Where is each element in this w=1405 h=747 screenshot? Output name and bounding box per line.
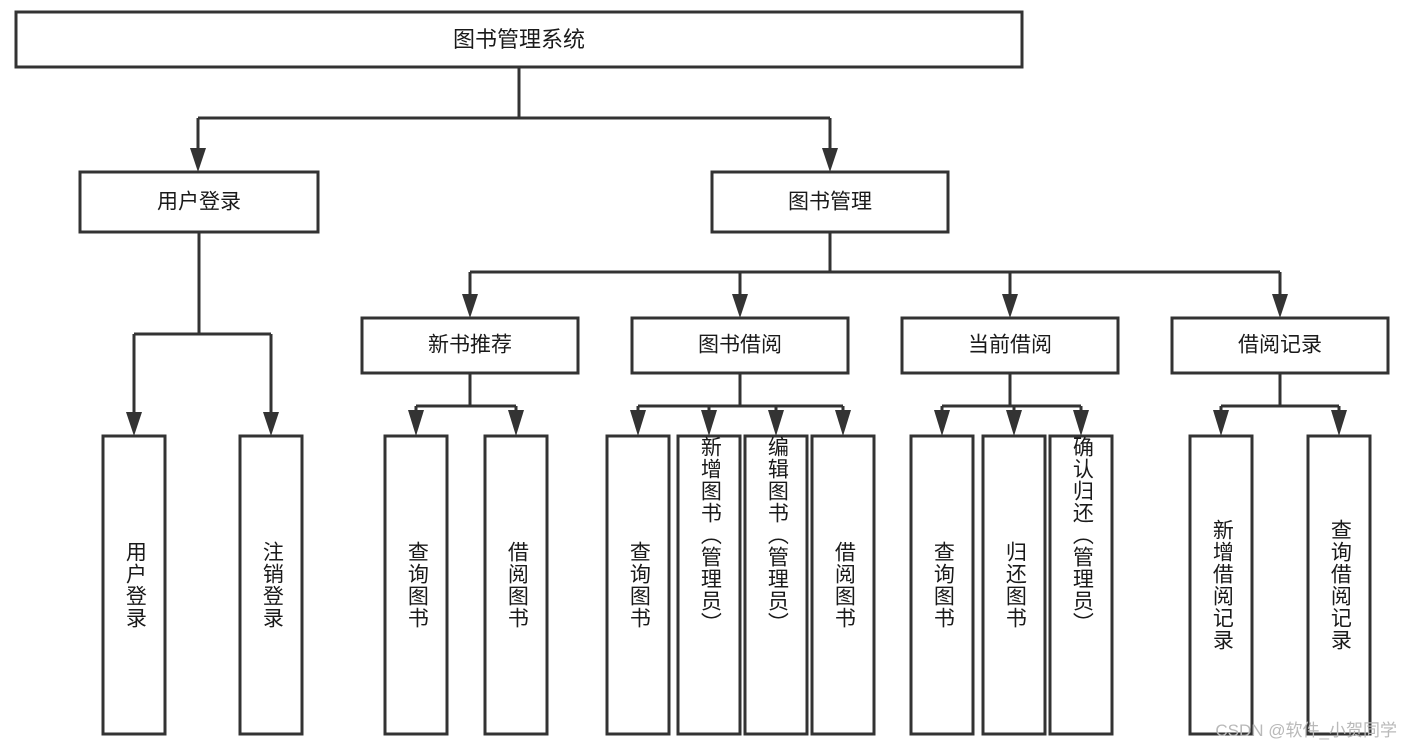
node-borrow-record[interactable]: 借阅记录 <box>1170 316 1390 375</box>
arrow-head-user-login <box>190 148 206 172</box>
node-current-borrow-box[interactable] <box>900 316 1120 375</box>
arrow-head-leaf-edit-book <box>768 410 784 436</box>
node-borrow-record-label: 借阅记录 <box>1238 334 1322 357</box>
arrow-head-current-borrow <box>1002 294 1018 318</box>
arrow-head-book-manage <box>822 148 838 172</box>
node-leaf-add-record-box[interactable] <box>1188 434 1254 736</box>
node-current-borrow-label: 当前借阅 <box>968 334 1052 357</box>
edge-group-borrow-record-to-leaves <box>1213 373 1347 436</box>
arrow-head-leaf-add-record <box>1213 410 1229 436</box>
node-leaf-query-record-box[interactable] <box>1306 434 1372 736</box>
node-new-book-rec[interactable]: 新书推荐 <box>360 316 580 375</box>
node-user-login[interactable]: 用户登录 <box>78 170 320 234</box>
arrow-head-leaf-query-book-rec <box>408 410 424 436</box>
node-book-manage-label: 图书管理 <box>788 191 872 214</box>
node-user-login-box[interactable] <box>78 170 320 234</box>
leaf-boxes <box>101 434 1372 736</box>
node-new-book-rec-box[interactable] <box>360 316 580 375</box>
node-root-label: 图书管理系统 <box>453 27 585 52</box>
node-new-book-rec-label: 新书推荐 <box>428 334 512 357</box>
node-leaf-query-book-rec-box[interactable] <box>383 434 449 736</box>
arrow-head-leaf-query-book-cur <box>934 410 950 436</box>
arrow-head-leaf-user-login <box>126 412 142 436</box>
arrow-head-book-borrow <box>732 294 748 318</box>
node-root-box[interactable] <box>14 10 1024 69</box>
node-borrow-record-box[interactable] <box>1170 316 1390 375</box>
node-book-manage-box[interactable] <box>710 170 950 234</box>
node-root[interactable]: 图书管理系统 <box>14 10 1024 69</box>
arrow-head-leaf-return-book <box>1006 410 1022 436</box>
arrow-head-leaf-borrow-book-rec <box>508 410 524 436</box>
node-leaf-user-logout-box[interactable] <box>238 434 304 736</box>
arrow-head-borrow-record <box>1272 294 1288 318</box>
edge-group-book-manage-to-level3 <box>462 232 1288 318</box>
node-leaf-query-book-borrow-box[interactable] <box>605 434 671 736</box>
node-leaf-edit-book-box[interactable] <box>743 434 809 736</box>
node-book-borrow-label: 图书借阅 <box>698 334 782 357</box>
edge-group-current-borrow-to-leaves <box>934 373 1089 436</box>
arrow-head-leaf-query-book-borrow <box>630 410 646 436</box>
node-current-borrow[interactable]: 当前借阅 <box>900 316 1120 375</box>
node-leaf-add-book-box[interactable] <box>676 434 742 736</box>
node-leaf-return-book-box[interactable] <box>981 434 1047 736</box>
arrow-head-leaf-query-record <box>1331 410 1347 436</box>
arrow-head-leaf-confirm-return <box>1073 410 1089 436</box>
node-leaf-query-book-cur-box[interactable] <box>909 434 975 736</box>
edge-group-root-to-level2 <box>190 67 838 172</box>
node-user-login-label: 用户登录 <box>157 191 241 214</box>
node-book-borrow-box[interactable] <box>630 316 850 375</box>
node-leaf-user-login-box[interactable] <box>101 434 167 736</box>
node-leaf-confirm-return-box[interactable] <box>1048 434 1114 736</box>
edge-group-user-login-to-leaves <box>126 232 279 436</box>
arrow-head-leaf-add-book <box>701 410 717 436</box>
node-book-manage[interactable]: 图书管理 <box>710 170 950 234</box>
node-leaf-borrow-book-rec-box[interactable] <box>483 434 549 736</box>
arrow-head-leaf-user-logout <box>263 412 279 436</box>
watermark-text: CSDN @软件_小贺同学 <box>1215 721 1397 740</box>
arrow-head-leaf-borrow-book <box>835 410 851 436</box>
edge-group-book-borrow-to-leaves <box>630 373 851 436</box>
node-book-borrow[interactable]: 图书借阅 <box>630 316 850 375</box>
arrow-head-new-book-rec <box>462 294 478 318</box>
node-leaf-borrow-book-box[interactable] <box>810 434 876 736</box>
edge-group-new-book-rec-to-leaves <box>408 373 524 436</box>
